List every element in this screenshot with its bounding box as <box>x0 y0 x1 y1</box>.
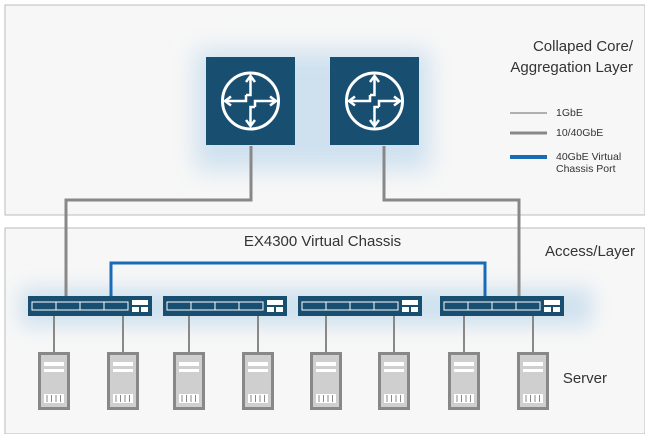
server-drop-lines <box>53 316 534 352</box>
virtual-chassis-title: EX4300 Virtual Chassis <box>243 233 402 250</box>
uplink-left <box>64 146 253 296</box>
core-layer-label-line1: Collaped Core/ <box>532 38 633 55</box>
ex4300-switch <box>298 296 422 316</box>
uplink-right <box>382 146 521 296</box>
ex4300-switch <box>163 296 287 316</box>
server-icon <box>448 352 480 410</box>
server-layer-label: Server <box>562 370 607 387</box>
core-layer-label: Collaped Core/ Aggregation Layer <box>433 36 633 78</box>
server-group <box>38 352 549 410</box>
server-icon <box>38 352 70 410</box>
ex4300-switch <box>440 296 564 316</box>
server-icon <box>378 352 410 410</box>
legend-10-40gbe-label: 10/40GbE <box>556 127 604 139</box>
legend-vc-port-label-line1: 40GbE Virtual <box>556 151 622 163</box>
server-icon <box>310 352 342 410</box>
core-layer-label-line2: Aggregation Layer <box>510 59 633 76</box>
router-icon <box>330 57 419 145</box>
server-icon <box>517 352 549 410</box>
legend-1gbe-label: 1GbE <box>556 107 583 119</box>
ex4300-switch <box>28 296 152 316</box>
legend-vc-port-label-line2: Chassis Port <box>556 163 616 175</box>
server-icon <box>173 352 205 410</box>
access-layer-label: Access/Layer <box>544 243 635 260</box>
vc-link <box>109 261 487 296</box>
server-icon <box>242 352 274 410</box>
router-icon <box>206 57 295 145</box>
server-icon <box>107 352 139 410</box>
legend-vc-port-label: 40GbE Virtual Chassis Port <box>556 151 621 175</box>
